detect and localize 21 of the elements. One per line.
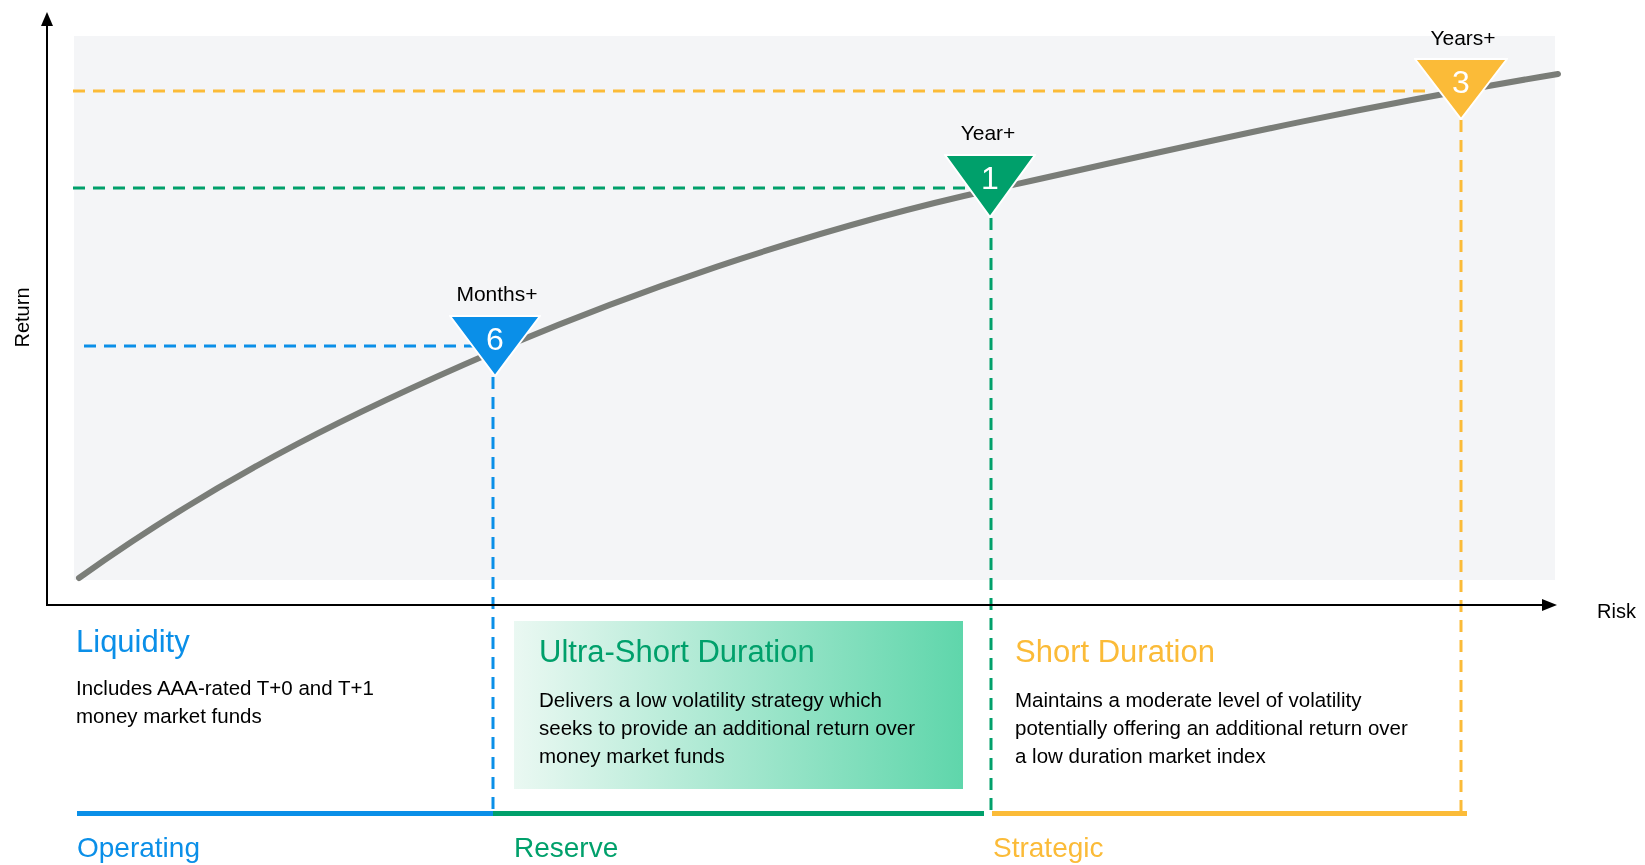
horizon-label: Months+ — [456, 282, 538, 306]
category-description: Maintains a moderate level of volatility potentially offering an additional return over a low duration market index — [1015, 687, 1409, 769]
category-card — [514, 621, 963, 789]
bucket-label: Operating — [77, 832, 200, 864]
horizon-label: Year+ — [960, 121, 1016, 145]
marker-number: 6 — [486, 321, 504, 359]
marker-number: 1 — [981, 160, 999, 198]
category-title: Liquidity — [76, 624, 191, 660]
marker-triangle — [449, 315, 541, 377]
horizon-label: Years+ — [1430, 26, 1496, 50]
category-title: Short Duration — [1015, 634, 1216, 670]
axis-label: Return — [10, 287, 34, 348]
marker-number: 3 — [1452, 64, 1470, 102]
bucket-label: Strategic — [993, 832, 1104, 864]
axis-label: Risk — [1597, 600, 1636, 623]
bucket-label: Reserve — [514, 832, 619, 864]
marker-triangle — [1414, 58, 1508, 120]
category-description: Includes AAA-rated T+0 and T+1 money market funds — [76, 675, 375, 729]
marker-triangle — [944, 154, 1036, 218]
category-title: Ultra-Short Duration — [539, 634, 816, 670]
category-description: Delivers a low volatility strategy which seeks to provide an additional return over money market funds — [539, 687, 917, 769]
